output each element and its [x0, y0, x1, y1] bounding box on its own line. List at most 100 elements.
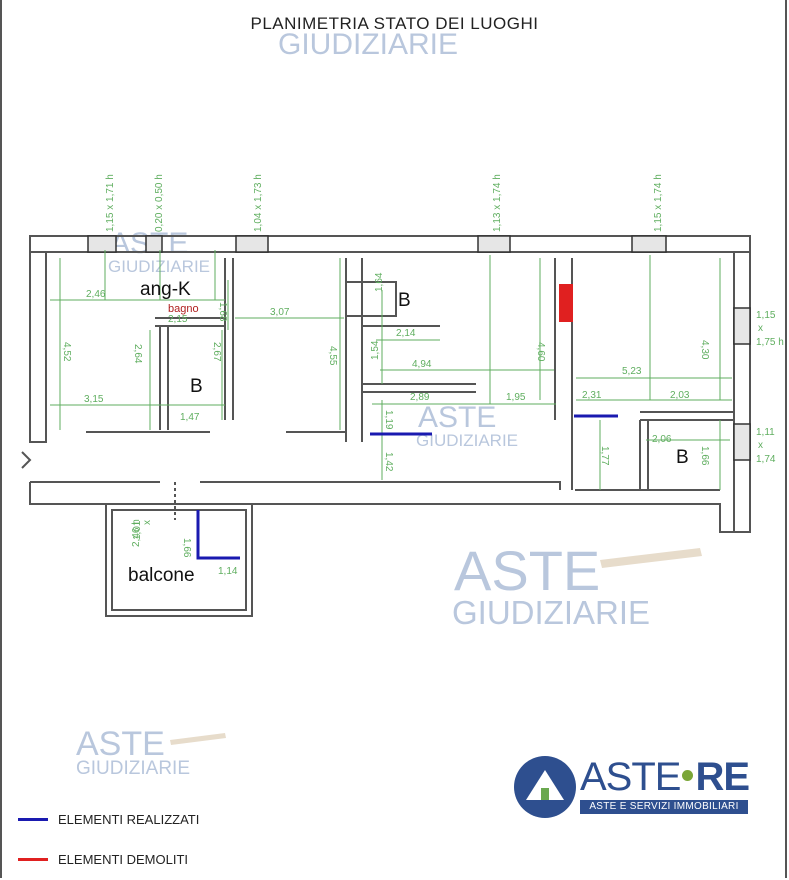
dimension-label: 3,07 [270, 307, 290, 318]
window-1 [87, 235, 117, 253]
legend-built: ELEMENTI REALIZZATI [18, 812, 199, 827]
watermark-top: GIUDIZIARIE [278, 28, 458, 61]
window-label-7a: 1,11 [756, 427, 775, 438]
room-label-bath-2: B [398, 290, 411, 311]
brand-name-b: RE [695, 755, 750, 799]
wall-bagno-1 [155, 317, 225, 430]
wall-top [29, 235, 751, 253]
legend-demolished: ELEMENTI DEMOLITI [18, 852, 188, 867]
dimension-label: 1,64 [374, 272, 385, 292]
legend-label-demolished: ELEMENTI DEMOLITI [58, 852, 189, 867]
dimension-label: 1,19 [383, 410, 394, 430]
dimension-label: 2,46 [86, 289, 106, 300]
window-label-2: 0,20 x 0,50 h [154, 174, 165, 232]
window-label-8c: 2,46 h [131, 519, 142, 547]
built-wall-3 [196, 510, 240, 560]
dimension-label: 4,60 [535, 342, 546, 362]
dimension-label: 1,95 [506, 392, 526, 403]
window-4 [477, 235, 511, 253]
wall-bagno-2 [346, 281, 397, 317]
demolished-wall [559, 284, 573, 322]
dimension-label: 2,06 [652, 434, 672, 445]
window-7 [733, 423, 751, 461]
dimension-label: 1,54 [370, 340, 381, 360]
window-label-7c: 1,74 [756, 454, 776, 465]
dimension-label: 2,67 [211, 342, 222, 362]
dimension-label: 5,23 [622, 366, 642, 377]
wall-mid-1 [345, 258, 363, 442]
brand-dot-icon [682, 769, 694, 781]
watermark-4: ASTE GIUDIZIARIE [76, 725, 226, 779]
room-label-balcone: balcone [128, 565, 195, 586]
watermark-1: ASTE GIUDIZIARIE [108, 227, 210, 276]
window-label-5: 1,15 x 1,74 h [653, 174, 664, 232]
watermark-text: GIUDIZIARIE [278, 28, 458, 61]
dimension-label: 2,64 [132, 344, 143, 364]
dimension-label: 1,68 [217, 302, 228, 322]
room-label-bath-1: B [190, 376, 203, 397]
window-2 [145, 235, 163, 253]
wall-bottom [29, 482, 750, 533]
room-label-ang-k: ang-K [140, 279, 191, 300]
page-title: PLANIMETRIA STATO DEI LUOGHI [250, 14, 539, 33]
house-icon [514, 756, 576, 818]
dimension-label: 1,66 [181, 538, 192, 558]
watermark-text: GIUDIZIARIE [76, 758, 190, 779]
dimension-label: 2,31 [582, 390, 602, 401]
dimension-label: 1,14 [218, 566, 238, 577]
legend-swatch-demolished [18, 858, 48, 861]
window-label-6b: x [758, 323, 763, 334]
watermark-text: ASTE [418, 401, 496, 434]
balcony-inner [111, 509, 247, 611]
watermark-text: ASTE [454, 539, 600, 602]
window-label-6a: 1,15 [756, 310, 776, 321]
wall-kitchen [224, 258, 234, 420]
gavel-icon [170, 733, 226, 745]
watermark-text: GIUDIZIARIE [416, 431, 518, 450]
dimension-label: 2,89 [410, 392, 430, 403]
gavel-icon [600, 548, 702, 568]
brand-logo: ASTE RE ASTE E SERVIZI IMMOBILIARI [514, 756, 750, 820]
room-label-bagno: bagno [168, 303, 199, 315]
wall-bagno-3 [639, 411, 734, 490]
window-3 [235, 235, 269, 253]
built-elements [196, 414, 618, 560]
windows [87, 235, 751, 461]
watermark-text: GIUDIZIARIE [108, 257, 210, 276]
dimension-label: 2,15 [168, 314, 188, 325]
dimension-label: 4,94 [412, 359, 432, 370]
watermark-3: ASTE GIUDIZIARIE [452, 539, 702, 631]
dimension-label: 4,55 [327, 346, 338, 366]
dimension-label: 1,77 [599, 446, 610, 466]
dimension-label: 2,14 [396, 328, 416, 339]
dimension-label: 1,66 [699, 446, 710, 466]
dimension-label: 1,47 [180, 412, 200, 423]
dimension-label: 4,30 [699, 340, 710, 360]
dimension-label: 4,52 [61, 342, 72, 362]
wall-inner-2 [362, 325, 476, 393]
dimension-label: 1,42 [383, 452, 394, 472]
window-label-7b: x [758, 440, 763, 451]
window-label-1: 1,15 x 1,71 h [105, 174, 116, 232]
watermark-text: ASTE [76, 725, 165, 763]
wall-left [29, 251, 47, 443]
dimension-label: 2,03 [670, 390, 690, 401]
watermark-2: ASTE GIUDIZIARIE [416, 401, 518, 450]
brand-name-a: ASTE [580, 755, 681, 799]
wall-right [733, 251, 751, 533]
brand-tagline: ASTE E SERVIZI IMMOBILIARI [580, 800, 748, 814]
room-label-bath-3: B [676, 447, 689, 468]
window-label-6c: 1,75 h [756, 337, 784, 348]
dimension-label: 3,15 [84, 394, 104, 405]
wall-corridor [30, 481, 720, 491]
balcony-outline [105, 503, 253, 617]
walls [21, 235, 751, 617]
window-label-8a: 1,01 [132, 520, 143, 540]
entry-arrow [21, 451, 32, 469]
window-5 [631, 235, 667, 253]
window-6 [733, 307, 751, 345]
dimension-lines [50, 250, 732, 490]
brand-name: ASTE RE [580, 755, 750, 799]
